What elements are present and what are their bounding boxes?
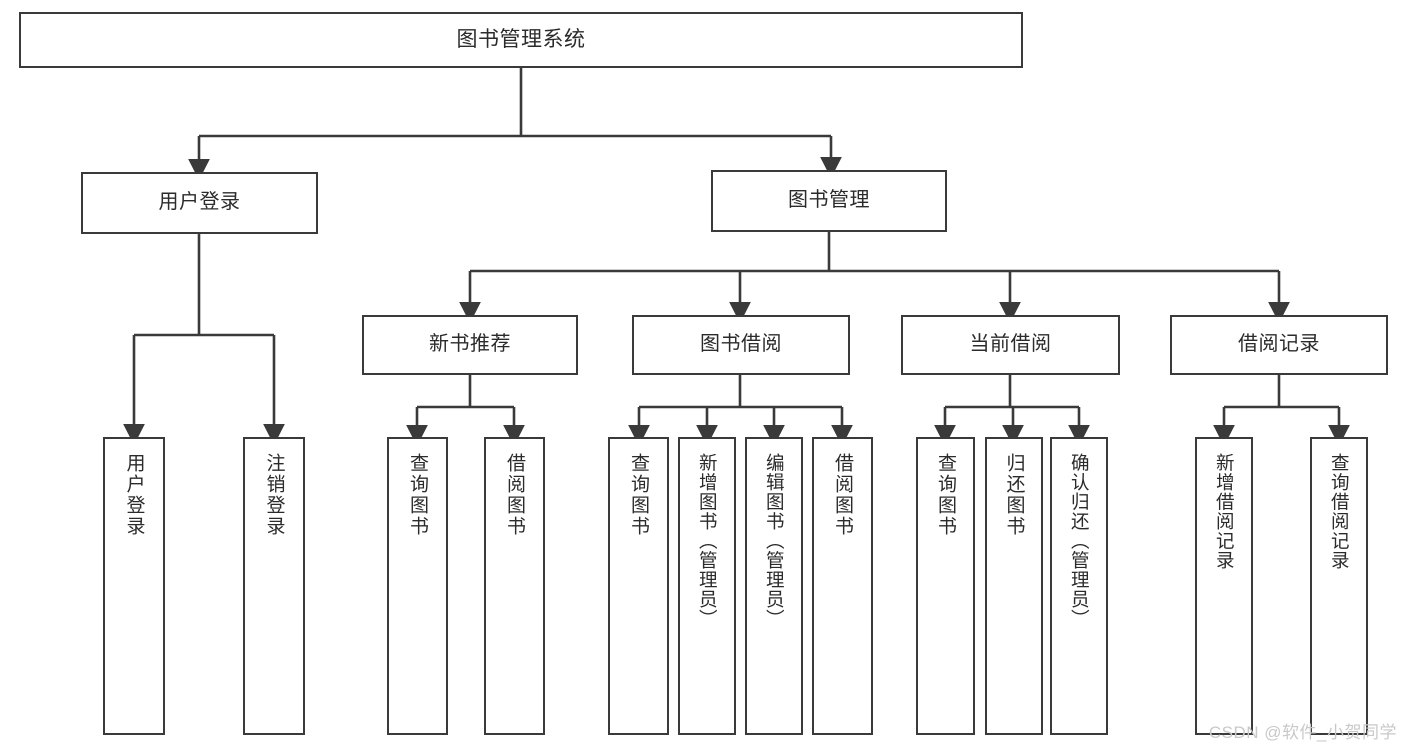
node-current-borrow[interactable]: 当前借阅	[901, 315, 1120, 375]
node-label: 借阅图书	[504, 453, 525, 537]
node-new-book-recommend[interactable]: 新书推荐	[362, 315, 578, 375]
node-label: 借阅图书	[832, 453, 853, 537]
node-label: 当前借阅	[969, 333, 1052, 356]
node-label: 用户登录	[123, 453, 145, 537]
node-user-login[interactable]: 用户登录	[81, 172, 318, 234]
node-label: 编辑图书（管理员）	[764, 453, 786, 629]
node-book-management[interactable]: 图书管理	[711, 170, 947, 232]
leaf-recommend-borrow-book[interactable]: 借阅图书	[484, 437, 545, 735]
leaf-record-add-borrow-record[interactable]: 新增借阅记录	[1195, 437, 1253, 735]
node-label: 借阅记录	[1238, 333, 1320, 356]
node-label: 图书管理	[788, 189, 870, 212]
leaf-user-logout[interactable]: 注销登录	[243, 437, 305, 735]
leaf-recommend-query-book[interactable]: 查询图书	[387, 437, 448, 735]
leaf-borrow-edit-book-admin[interactable]: 编辑图书（管理员）	[745, 437, 803, 735]
leaf-borrow-borrow-book[interactable]: 借阅图书	[812, 437, 873, 735]
node-label: 归还图书	[1003, 453, 1025, 537]
node-root-system[interactable]: 图书管理系统	[19, 12, 1023, 68]
leaf-user-login[interactable]: 用户登录	[103, 437, 165, 735]
node-label: 查询借阅记录	[1329, 453, 1351, 570]
node-book-borrow[interactable]: 图书借阅	[632, 315, 850, 375]
leaf-borrow-add-book-admin[interactable]: 新增图书（管理员）	[678, 437, 736, 735]
node-label: 查询图书	[628, 453, 649, 537]
node-label: 确认归还（管理员）	[1069, 453, 1091, 629]
node-label: 图书借阅	[700, 333, 782, 356]
node-label: 查询图书	[935, 453, 956, 537]
leaf-record-query-borrow-record[interactable]: 查询借阅记录	[1310, 437, 1368, 735]
node-borrow-record[interactable]: 借阅记录	[1170, 315, 1388, 375]
node-label: 新增图书（管理员）	[697, 453, 719, 629]
node-label: 用户登录	[158, 191, 241, 214]
node-label: 新增借阅记录	[1214, 453, 1236, 570]
node-label: 新书推荐	[429, 333, 511, 356]
leaf-borrow-query-book[interactable]: 查询图书	[608, 437, 669, 735]
node-label: 图书管理系统	[456, 27, 586, 51]
leaf-current-query-book[interactable]: 查询图书	[916, 437, 975, 735]
node-label: 注销登录	[263, 453, 285, 537]
node-label: 查询图书	[407, 453, 428, 537]
leaf-current-confirm-return-admin[interactable]: 确认归还（管理员）	[1050, 437, 1108, 735]
leaf-current-return-book[interactable]: 归还图书	[985, 437, 1043, 735]
